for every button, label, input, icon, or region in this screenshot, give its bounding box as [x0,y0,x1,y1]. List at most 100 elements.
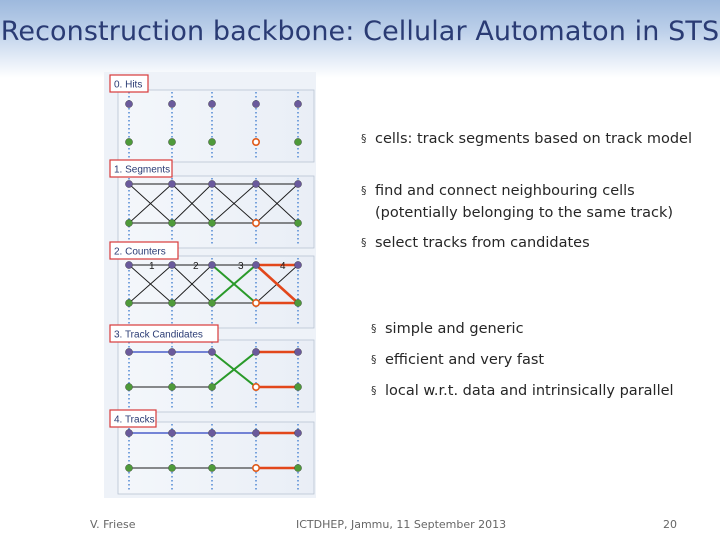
panel [117,255,315,329]
hit-marker [125,429,133,437]
panel-label-box [109,241,179,260]
hit-marker [252,180,260,188]
panel-label: 1. Segments [109,159,173,178]
hit-marker [168,464,176,472]
bullet-text: select tracks from candidates [375,235,590,251]
segment-line [211,183,257,224]
hit-marker [208,429,216,437]
title-band [0,0,720,78]
panel-label: 0. Hits [109,74,149,93]
bullet-item: § select tracks from candidates [361,232,701,254]
hit-marker [294,261,302,269]
hit-marker [294,383,302,391]
hit-marker [125,464,133,472]
ca-figure: 0. Hits 1. Segments 2. Counters 1 2 3 4 3. Trac… [104,72,316,498]
hit-marker [125,261,133,269]
bullet-text: efficient and very fast [385,352,545,368]
bullet-item: § find and connect neighbouring cells (p… [361,180,701,232]
hit-marker [125,348,133,356]
bullet-item: § local w.r.t. data and intrinsically pa… [371,380,711,411]
counter-label: 4 [280,261,286,272]
hit-marker [125,138,133,146]
footer-author: V. Friese [90,518,136,531]
hit-marker [294,429,302,437]
hit-marker [168,219,176,227]
bullet-item: § efficient and very fast [371,349,711,380]
bullet-text: local w.r.t. data and intrinsically para… [385,383,674,399]
page-number: 20 [663,518,677,531]
hit-marker [168,429,176,437]
segment-line [171,264,213,304]
counter-label: 2 [193,261,199,272]
hit-marker [294,464,302,472]
panel-label-text: 0. Hits [114,80,142,91]
segment-line [171,183,213,224]
counter-segment [255,264,299,304]
panel-label-text: 4. Tracks [114,415,155,426]
bullet-mark: § [361,236,367,249]
hit-marker [208,138,216,146]
hit-marker [252,100,260,108]
candidate-segment [211,351,257,388]
segment-line [128,183,173,224]
panel-label-text: 1. Segments [114,165,170,176]
hit-marker [252,429,260,437]
panel-label-box [109,324,219,343]
hit-marker [252,463,261,472]
hit-marker [125,100,133,108]
hit-marker [125,219,133,227]
hit-marker [294,348,302,356]
panel-label: 2. Counters [109,241,179,260]
hit-marker [208,219,216,227]
bullet-item: § cells: track segments based on track m… [361,128,701,180]
hit-marker [294,180,302,188]
hit-marker [208,100,216,108]
panel-label-box [109,74,149,93]
panel-label: 4. Tracks [109,409,157,428]
hit-marker [208,383,216,391]
hit-marker [252,299,261,308]
hit-marker [294,100,302,108]
hit-marker [168,261,176,269]
bullet-item: § simple and generic [371,318,711,349]
bullet-list-properties: § simple and generic § efficient and ver… [371,318,711,411]
slide-title: Reconstruction backbone: Cellular Automa… [0,16,720,47]
hit-marker [208,299,216,307]
bullet-text: simple and generic [385,321,524,337]
hit-marker [294,299,302,307]
segment-line [128,264,173,304]
segment-line [255,183,299,224]
hit-marker [168,180,176,188]
hit-marker [125,383,133,391]
bullet-mark: § [371,384,377,397]
hit-marker [125,299,133,307]
counter-segment [211,264,257,304]
hit-marker [208,261,216,269]
bullet-list-main: § cells: track segments based on track m… [361,128,701,254]
hit-marker [125,180,133,188]
hit-marker [168,299,176,307]
panel [117,175,315,249]
bullet-mark: § [361,132,367,145]
hit-marker [208,180,216,188]
panel-label: 3. Track Candidates [109,324,219,343]
panel-label-box [109,409,157,428]
hit-marker [168,138,176,146]
hit-marker [252,261,260,269]
hit-marker [294,219,302,227]
hit-marker [252,138,261,147]
panel-label-text: 2. Counters [114,247,166,258]
hit-marker [168,383,176,391]
bullet-mark: § [361,184,367,197]
hit-marker [294,138,302,146]
counter-label: 3 [238,261,244,272]
hit-marker [252,382,261,391]
panel-label-text: 3. Track Candidates [114,330,203,341]
footer-event: ICTDHEP, Jammu, 11 September 2013 [296,518,507,531]
hit-marker [168,348,176,356]
counter-label: 1 [149,261,155,272]
hit-marker [208,464,216,472]
bullet-mark: § [371,353,377,366]
hit-marker [168,100,176,108]
panel [117,89,315,163]
